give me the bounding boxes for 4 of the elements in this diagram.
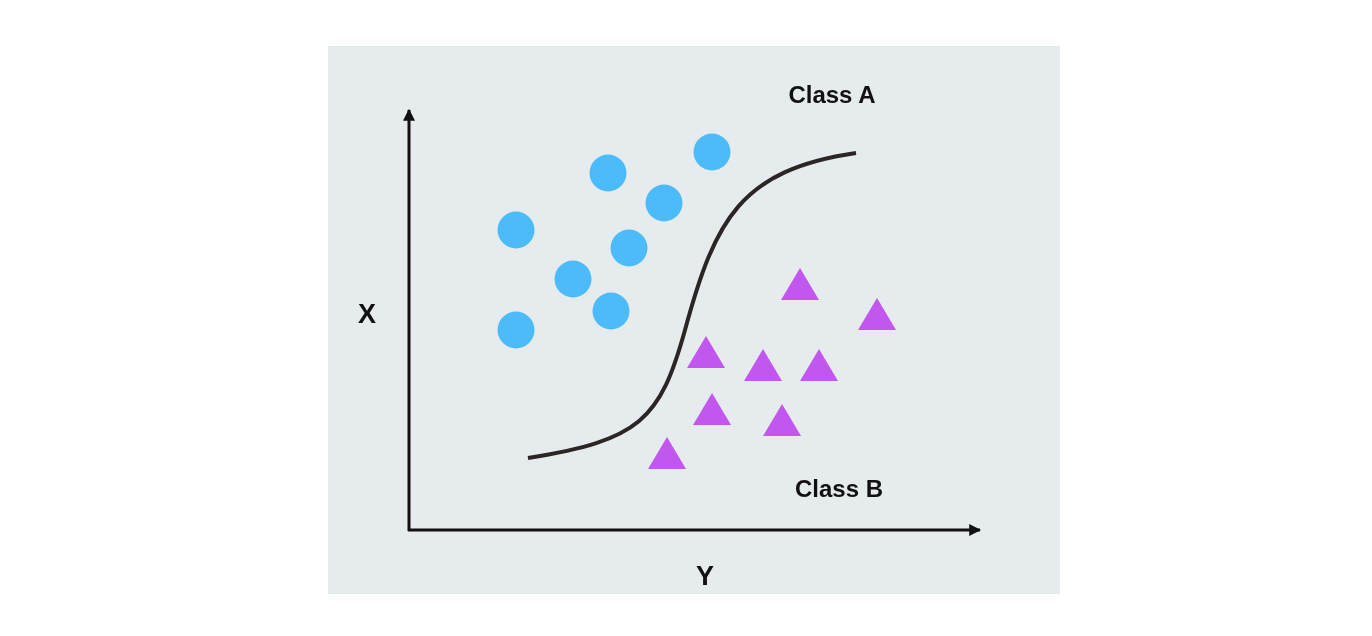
- axis-label: X: [358, 298, 376, 330]
- axis-label: Y: [696, 560, 714, 592]
- class-label: Class A: [788, 81, 876, 109]
- class-label: Class B: [795, 475, 883, 503]
